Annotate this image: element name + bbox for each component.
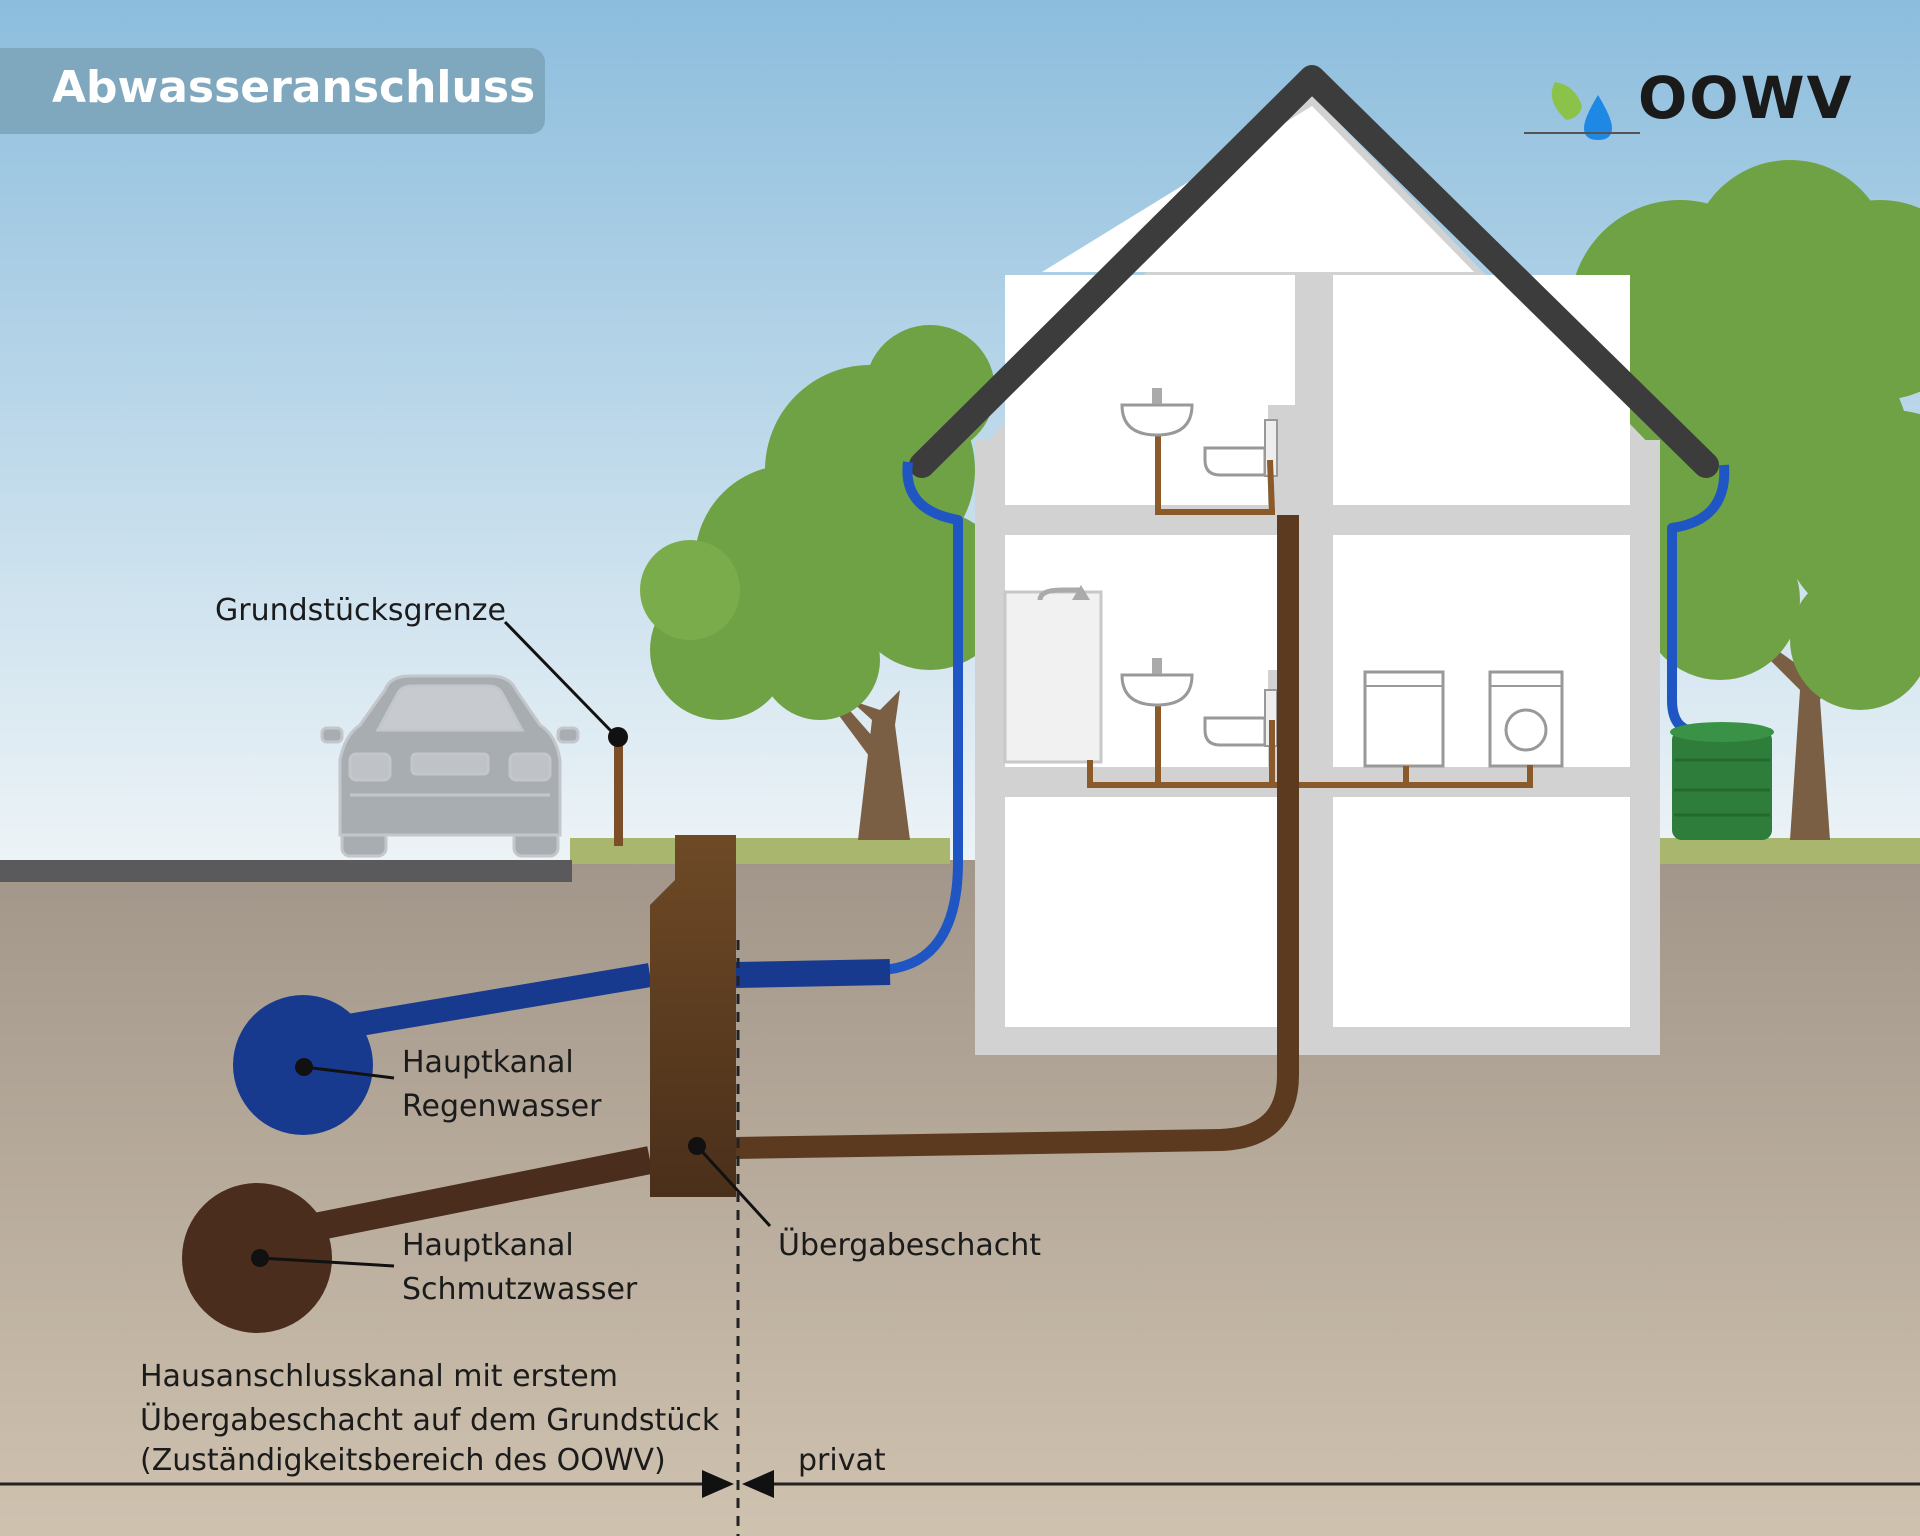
label-private: privat [798, 1443, 886, 1478]
washing-machine-icon [1488, 670, 1564, 768]
arrow-left [702, 1470, 734, 1498]
label-house-connection-line3: (Zuständigkeitsbereich des OOWV) [140, 1443, 666, 1478]
leaf-icon [1551, 82, 1582, 120]
logo-text: OOWV [1638, 64, 1854, 132]
shower-icon [1003, 585, 1103, 764]
boundary-leader-line [503, 620, 614, 734]
rain-downpipe-right [1667, 464, 1730, 735]
leader-line [303, 1065, 395, 1080]
rain-downpipe-left [729, 461, 963, 980]
label-property-boundary: Grundstücksgrenze [215, 593, 506, 628]
label-sewage-main-line2: Schmutzwasser [402, 1272, 638, 1307]
car-icon [320, 674, 580, 858]
leader-line [259, 1256, 395, 1268]
roof [909, 65, 1719, 478]
grass-left [570, 838, 950, 864]
boundary-marker-dot [608, 727, 628, 747]
water-drop-icon [1584, 95, 1612, 140]
boundary-post [614, 740, 623, 846]
label-sewage-main-line1: Hauptkanal [402, 1228, 574, 1263]
label-transfer-shaft: Übergabeschacht [778, 1228, 1041, 1263]
transfer-shaft [650, 835, 736, 1197]
logo [1524, 82, 1640, 140]
tree-icon [640, 325, 1010, 840]
label-rain-main-line1: Hauptkanal [402, 1045, 574, 1080]
page-title: Abwasseranschluss [52, 62, 536, 113]
dishwasher-icon [1363, 670, 1445, 768]
arrow-right [742, 1470, 774, 1498]
grass-right [1660, 838, 1920, 864]
title-banner [0, 48, 545, 134]
label-house-connection-line1: Hausanschlusskanal mit erstem [140, 1359, 618, 1394]
road [0, 860, 572, 882]
house [975, 95, 1660, 1055]
label-rain-main-line2: Regenwasser [402, 1089, 602, 1124]
toilet-icon [1203, 419, 1278, 477]
rain-barrel-icon [1670, 722, 1774, 840]
sewage-pipe-from-house [734, 515, 1299, 1159]
rainwater-pipe-to-house [734, 959, 891, 988]
label-house-connection-line2: Übergabeschacht auf dem Grundstück [140, 1403, 720, 1438]
leader-line [695, 1144, 772, 1228]
house-drain-pipes [1087, 440, 1533, 788]
